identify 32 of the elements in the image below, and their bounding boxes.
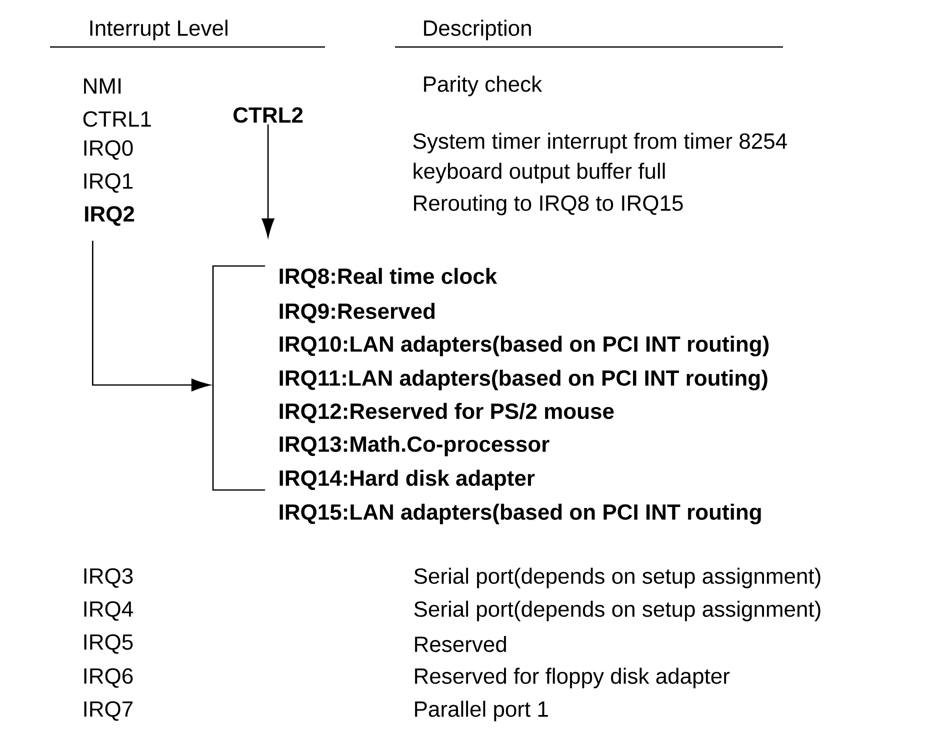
label-text: IRQ1 xyxy=(84,173,133,193)
label-text: Reserved xyxy=(415,636,506,652)
label-text: IRQ7 xyxy=(84,701,132,721)
label-text: Parity check xyxy=(424,76,542,96)
arrow xyxy=(92,240,210,392)
list-item: IRQ14:Hard disk adapter xyxy=(280,470,535,490)
label-text: IRQ5 xyxy=(84,634,133,654)
label-text: CTRL1 xyxy=(83,111,151,127)
label-text: Reserved for floppy disk adapter xyxy=(415,668,730,688)
list-item: IRQ12:Reserved for PS/2 mouse xyxy=(280,402,614,424)
column-heading: Interrupt Level xyxy=(90,20,228,40)
label-text: IRQ4 xyxy=(84,601,133,621)
label-text: Serial port(depends on setup assignment) xyxy=(414,568,820,588)
list-item: IRQ13:Math.Co-processor xyxy=(280,436,550,456)
node-text: IRQ2 xyxy=(85,206,134,226)
label-text: IRQ3 xyxy=(84,568,133,588)
list-item: IRQ8:Real time clock xyxy=(280,268,498,288)
label-text: Serial port(depends on setup assignment) xyxy=(414,600,820,622)
label-text: NMI xyxy=(84,78,121,94)
label-text: Parallel port 1 xyxy=(415,700,548,722)
label-text: keyboard output buffer full xyxy=(414,162,665,184)
label-text: IRQ0 xyxy=(84,140,133,160)
list-item: IRQ9:Reserved xyxy=(280,302,435,324)
list-item: IRQ11:LAN adapters(based on PCI INT routing) xyxy=(280,370,768,390)
label-text: IRQ6 xyxy=(84,668,133,688)
label-text: System timer interrupt from timer 8254 xyxy=(413,132,787,154)
list-item: IRQ10:LAN adapters(based on PCI INT routing) xyxy=(280,336,769,356)
column-heading: Description xyxy=(424,20,531,40)
arrow xyxy=(262,124,274,238)
list-item: IRQ15:LAN adapters(based on PCI INT routing xyxy=(280,504,761,524)
label-text: Rerouting to IRQ8 to IRQ15 xyxy=(414,194,683,216)
node-text: CTRL2 xyxy=(234,107,303,123)
